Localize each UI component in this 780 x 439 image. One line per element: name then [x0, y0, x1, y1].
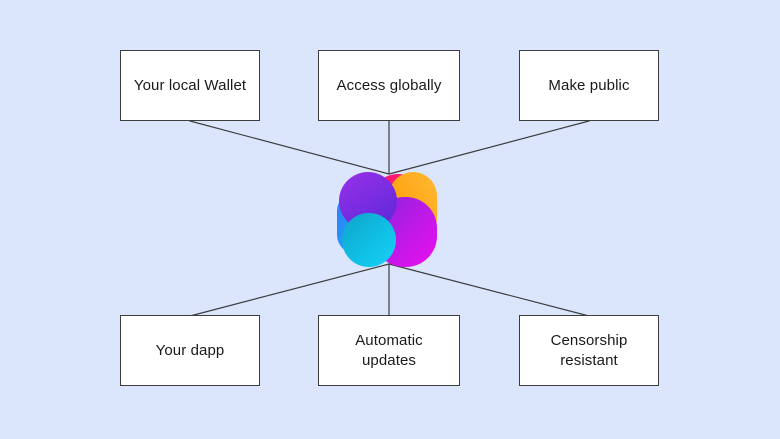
connector-bottom-left-line	[189, 263, 390, 317]
fleek-logo-icon	[337, 172, 437, 267]
node-your-dapp: Your dapp	[120, 315, 260, 386]
fleek-logo	[337, 172, 437, 267]
node-label: Your local Wallet	[133, 76, 247, 94]
node-access-globally: Access globally	[318, 50, 460, 121]
logo-purple-shape	[339, 172, 397, 230]
node-label: Your dapp	[155, 341, 225, 359]
node-label: Access globally	[336, 76, 442, 94]
node-label: Censorship resistant	[550, 331, 628, 369]
connector-bottom-right-line	[388, 263, 590, 317]
node-your-local-wallet: Your local Wallet	[120, 50, 260, 121]
node-make-public: Make public	[519, 50, 659, 121]
logo-cyan-shape	[342, 213, 396, 267]
connector-top-left-line	[189, 120, 390, 175]
node-censorship-resistant: Censorship resistant	[519, 315, 659, 386]
node-label: Make public	[548, 76, 630, 94]
node-label: Automatic updates	[355, 331, 423, 369]
node-automatic-updates: Automatic updates	[318, 315, 460, 386]
connector-top-right-line	[388, 120, 590, 175]
